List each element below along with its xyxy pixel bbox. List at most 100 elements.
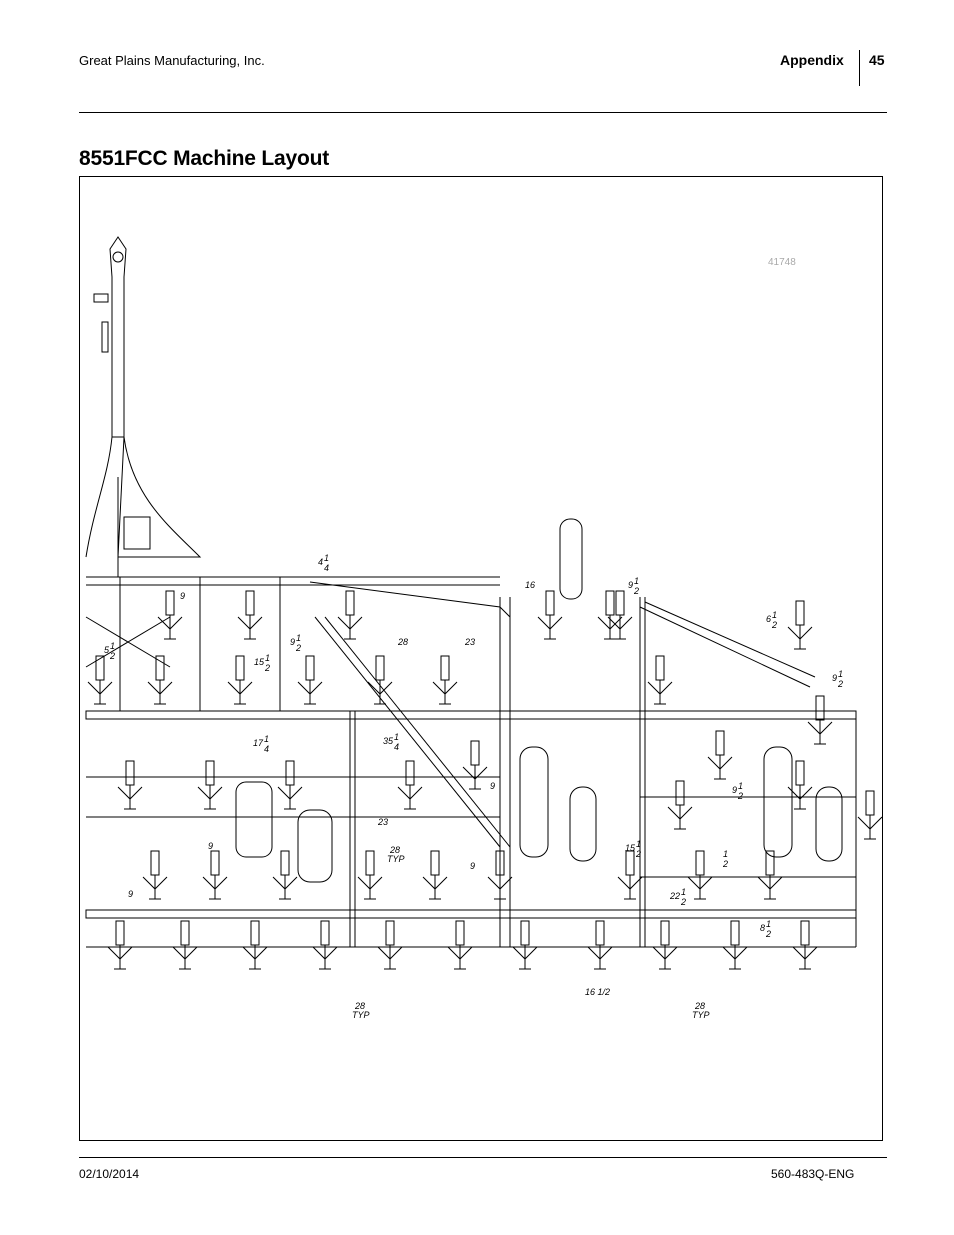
header-rule	[79, 112, 887, 113]
svg-text:16 1/2: 16 1/2	[585, 987, 610, 997]
header-separator	[859, 50, 860, 86]
svg-text:28: 28	[354, 1001, 365, 1011]
svg-text:4: 4	[394, 742, 399, 752]
svg-text:9: 9	[832, 673, 837, 683]
svg-text:TYP: TYP	[352, 1010, 370, 1020]
svg-text:23: 23	[377, 817, 388, 827]
shank-sweep	[237, 590, 263, 640]
svg-text:1: 1	[394, 732, 399, 742]
dimension-label: 9	[208, 841, 213, 851]
svg-text:2: 2	[771, 620, 777, 630]
shank-sweep	[787, 760, 813, 810]
svg-text:1: 1	[264, 734, 269, 744]
svg-text:1: 1	[772, 610, 777, 620]
svg-text:1: 1	[766, 919, 771, 929]
shank-sweep	[357, 850, 383, 900]
svg-text:2: 2	[680, 897, 686, 907]
shank-sweep	[377, 920, 403, 970]
shank-sweep	[652, 920, 678, 970]
shank-sweep	[277, 760, 303, 810]
svg-text:2: 2	[737, 791, 743, 801]
page-title: 8551FCC Machine Layout	[79, 147, 329, 170]
shank-sweep	[722, 920, 748, 970]
svg-text:9: 9	[470, 861, 475, 871]
dimension-label: 9	[180, 591, 185, 601]
svg-text:2: 2	[264, 663, 270, 673]
shank-sweep	[857, 790, 882, 840]
shank-sweep	[397, 760, 423, 810]
dimension-label: 9	[490, 781, 495, 791]
svg-text:TYP: TYP	[692, 1010, 710, 1020]
svg-text:23: 23	[464, 637, 475, 647]
header-company: Great Plains Manufacturing, Inc.	[79, 53, 265, 68]
shank-sweep	[227, 655, 253, 705]
shank-sweep	[297, 655, 323, 705]
shank-sweep	[172, 920, 198, 970]
svg-text:9: 9	[490, 781, 495, 791]
shank-sweep	[792, 920, 818, 970]
svg-text:16: 16	[525, 580, 535, 590]
svg-text:1: 1	[324, 553, 329, 563]
svg-text:9: 9	[628, 580, 633, 590]
svg-text:2: 2	[722, 859, 728, 869]
svg-text:2: 2	[295, 643, 301, 653]
shank-sweep	[607, 590, 633, 640]
svg-text:2: 2	[837, 679, 843, 689]
svg-text:2: 2	[635, 849, 641, 859]
svg-text:8: 8	[760, 923, 765, 933]
dimension-label: 16	[525, 580, 535, 590]
shank-sweep	[87, 655, 113, 705]
svg-text:15: 15	[625, 843, 636, 853]
svg-text:4: 4	[264, 744, 269, 754]
shank-sweep	[587, 920, 613, 970]
footer-date: 02/10/2014	[79, 1167, 140, 1181]
shank-sweep	[667, 780, 693, 830]
svg-text:1: 1	[636, 839, 641, 849]
shank-sweep	[107, 920, 133, 970]
shank-sweep	[617, 850, 643, 900]
dimension-label: 28	[397, 637, 408, 647]
svg-text:2: 2	[633, 586, 639, 596]
svg-text:5: 5	[104, 645, 110, 655]
dimension-label: 16 1/2	[585, 987, 610, 997]
shank-sweep	[157, 590, 183, 640]
svg-text:1: 1	[634, 576, 639, 586]
shank-sweep	[447, 920, 473, 970]
svg-text:1: 1	[681, 887, 686, 897]
svg-text:1: 1	[110, 641, 115, 651]
svg-text:2: 2	[109, 651, 115, 661]
shank-sweep	[142, 850, 168, 900]
header-section: Appendix	[780, 52, 844, 68]
shank-sweep	[147, 655, 173, 705]
shank-sweep	[432, 655, 458, 705]
svg-text:1: 1	[738, 781, 743, 791]
shank-sweep	[687, 850, 713, 900]
shank-sweep	[807, 695, 833, 745]
svg-text:15: 15	[254, 657, 265, 667]
shank-sweep	[487, 850, 513, 900]
shank-sweep	[272, 850, 298, 900]
dimension-label: 9	[128, 889, 133, 899]
svg-text:1: 1	[723, 849, 728, 859]
header-page-number: 45	[869, 52, 885, 68]
shank-sweep	[117, 760, 143, 810]
svg-text:2: 2	[765, 929, 771, 939]
svg-text:6: 6	[766, 614, 771, 624]
shank-sweep	[537, 590, 563, 640]
svg-text:17: 17	[253, 738, 264, 748]
svg-text:1: 1	[838, 669, 843, 679]
svg-text:9: 9	[180, 591, 185, 601]
shank-sweep	[757, 850, 783, 900]
shank-sweep	[337, 590, 363, 640]
